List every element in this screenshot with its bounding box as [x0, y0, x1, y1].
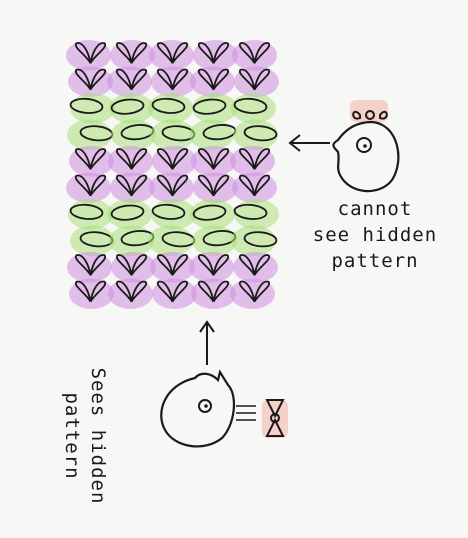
- v-stitch: [191, 146, 236, 177]
- v-stitch: [151, 66, 196, 97]
- cannot-see-label: cannot see hidden pattern: [305, 196, 445, 274]
- v-stitch: [232, 40, 277, 71]
- bow-icon: [262, 399, 288, 438]
- oval-stitch: [109, 225, 155, 256]
- v-stitch: [233, 252, 278, 283]
- cannot-see-line-2: see hidden: [312, 224, 438, 246]
- v-stitch: [66, 172, 111, 203]
- v-stitch: [108, 278, 153, 309]
- v-stitch: [193, 40, 238, 71]
- oval-stitch: [233, 119, 278, 150]
- v-stitch: [111, 252, 156, 283]
- sees-hidden-label: Sees hidden pattern: [59, 351, 111, 521]
- oval-stitch: [69, 93, 115, 124]
- sees-hidden-line-1: Sees hidden: [87, 367, 109, 505]
- cannot-see-line-1: cannot: [337, 198, 413, 220]
- v-stitch: [149, 40, 194, 71]
- oval-stitch: [190, 199, 235, 230]
- oval-stitch: [68, 199, 113, 230]
- v-stitch: [193, 172, 238, 203]
- oval-stitch: [67, 119, 114, 150]
- bird-face-icon: [332, 100, 400, 193]
- arrow-icon: [199, 320, 215, 365]
- oval-stitch: [148, 225, 196, 256]
- v-stitch: [108, 146, 153, 177]
- v-stitch: [110, 172, 155, 203]
- oval-stitch: [70, 225, 115, 256]
- v-stitch: [230, 146, 275, 177]
- v-stitch: [189, 252, 234, 283]
- v-stitch: [230, 278, 275, 309]
- oval-stitch: [150, 119, 196, 150]
- v-stitch: [69, 278, 114, 309]
- v-stitch: [152, 278, 197, 309]
- v-stitch: [69, 146, 114, 177]
- v-stitch: [67, 252, 112, 283]
- v-stitch: [232, 172, 277, 203]
- oval-stitch: [233, 199, 279, 230]
- v-stitch: [191, 278, 236, 309]
- v-stitch: [152, 146, 197, 177]
- v-stitch: [150, 252, 195, 283]
- oval-stitch: [231, 225, 278, 256]
- knit-pattern: [66, 40, 279, 309]
- bird-face-icon: [160, 369, 256, 448]
- v-stitch: [68, 66, 113, 97]
- v-stitch: [149, 172, 194, 203]
- oval-stitch: [107, 199, 152, 230]
- oval-stitch: [192, 225, 237, 256]
- oval-stitch: [189, 119, 237, 150]
- oval-stitch: [231, 93, 276, 124]
- oval-stitch: [192, 93, 237, 124]
- v-stitch: [66, 40, 111, 71]
- oval-stitch: [109, 93, 154, 124]
- v-stitch: [110, 40, 155, 71]
- oval-stitch: [148, 93, 193, 124]
- oval-stitch: [151, 199, 196, 230]
- v-stitch: [190, 66, 235, 97]
- v-stitch: [107, 66, 152, 97]
- v-stitch: [234, 66, 279, 97]
- sees-hidden-line-2: pattern: [61, 392, 83, 480]
- cannot-see-line-3: pattern: [331, 250, 419, 272]
- arrow-icon: [288, 134, 330, 152]
- oval-stitch: [111, 119, 156, 150]
